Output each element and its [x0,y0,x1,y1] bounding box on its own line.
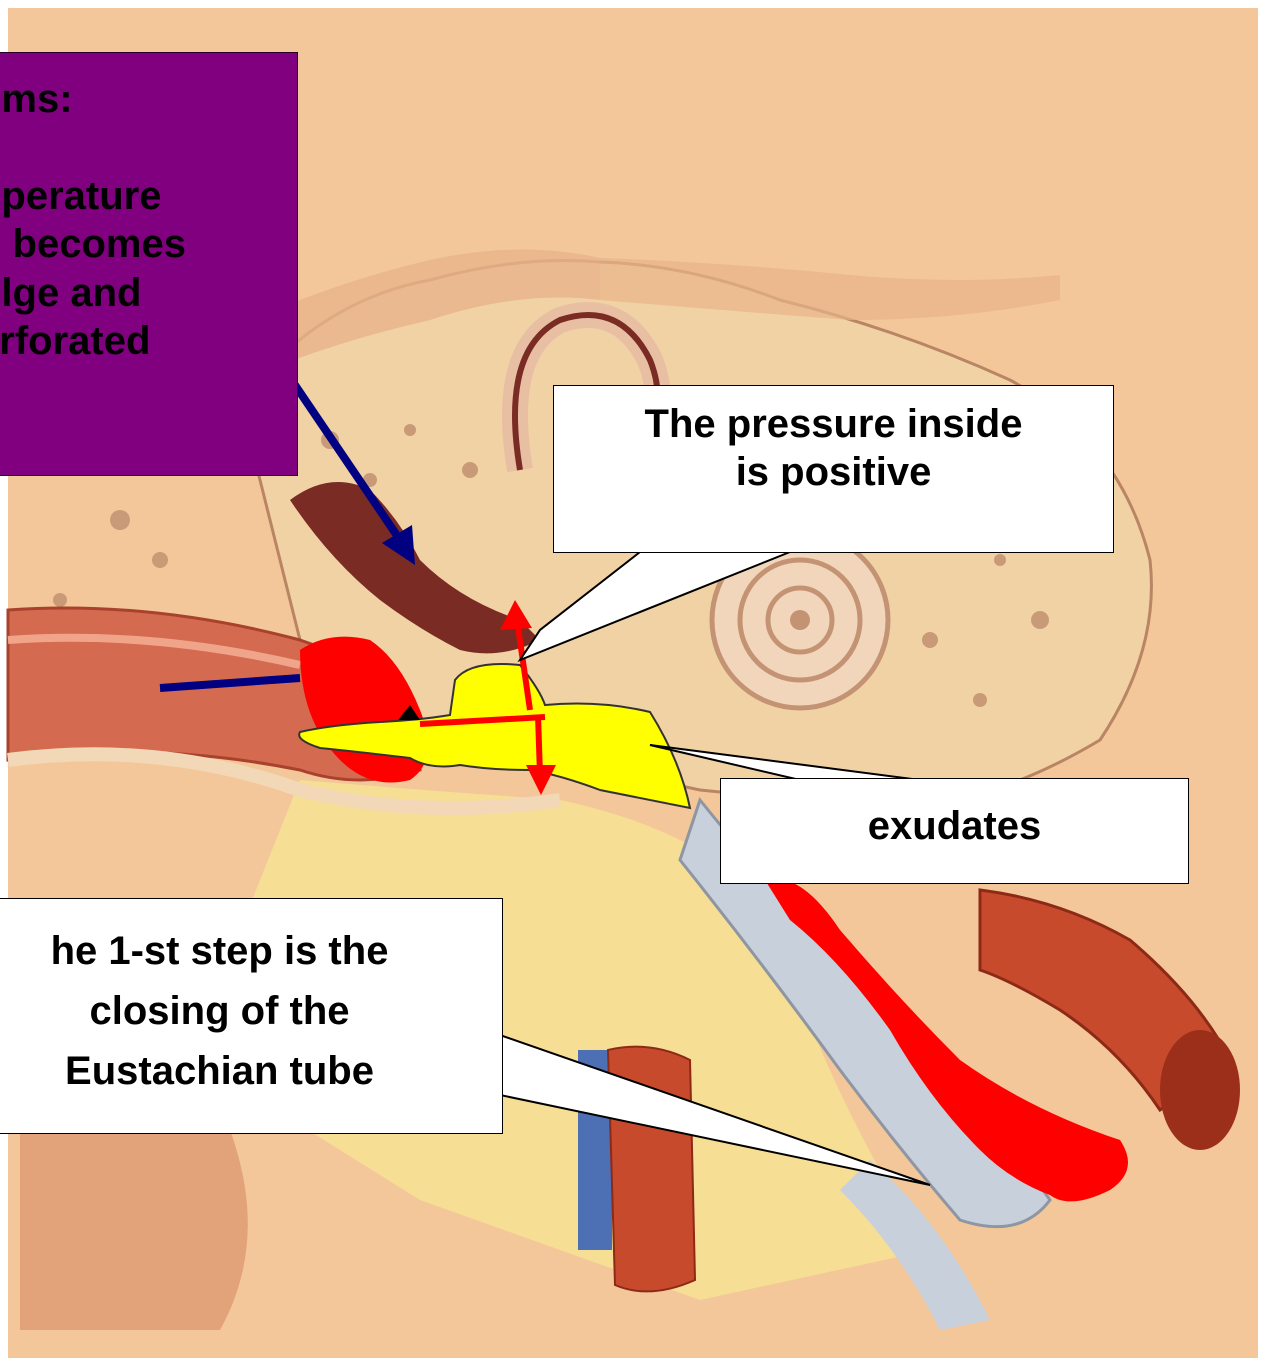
exudates-callout: exudates [720,778,1189,884]
eustachian-callout: he 1-st step is the closing of the Eusta… [0,898,503,1134]
eustachian-line: Eustachian tube [0,1041,502,1101]
exudates-label: exudates [721,802,1188,850]
eustachian-line: closing of the [0,981,502,1041]
carotid-lumen [1160,1030,1240,1150]
symptoms-line: n [0,123,297,171]
symptoms-line: ulge and [0,269,297,317]
symptoms-line: nperature [0,172,297,220]
symptoms-line: n becomes [0,220,297,268]
muscle-block [20,1112,248,1330]
symptoms-line: erforated [0,317,297,365]
pressure-callout: The pressure inside is positive [553,385,1114,553]
symptoms-callout: oms: n nperature n becomes ulge and erfo… [0,52,298,476]
eustachian-line: he 1-st step is the [0,921,502,981]
pressure-line: is positive [554,448,1113,496]
pressure-line: The pressure inside [554,400,1113,448]
symptoms-line: oms: [0,75,297,123]
